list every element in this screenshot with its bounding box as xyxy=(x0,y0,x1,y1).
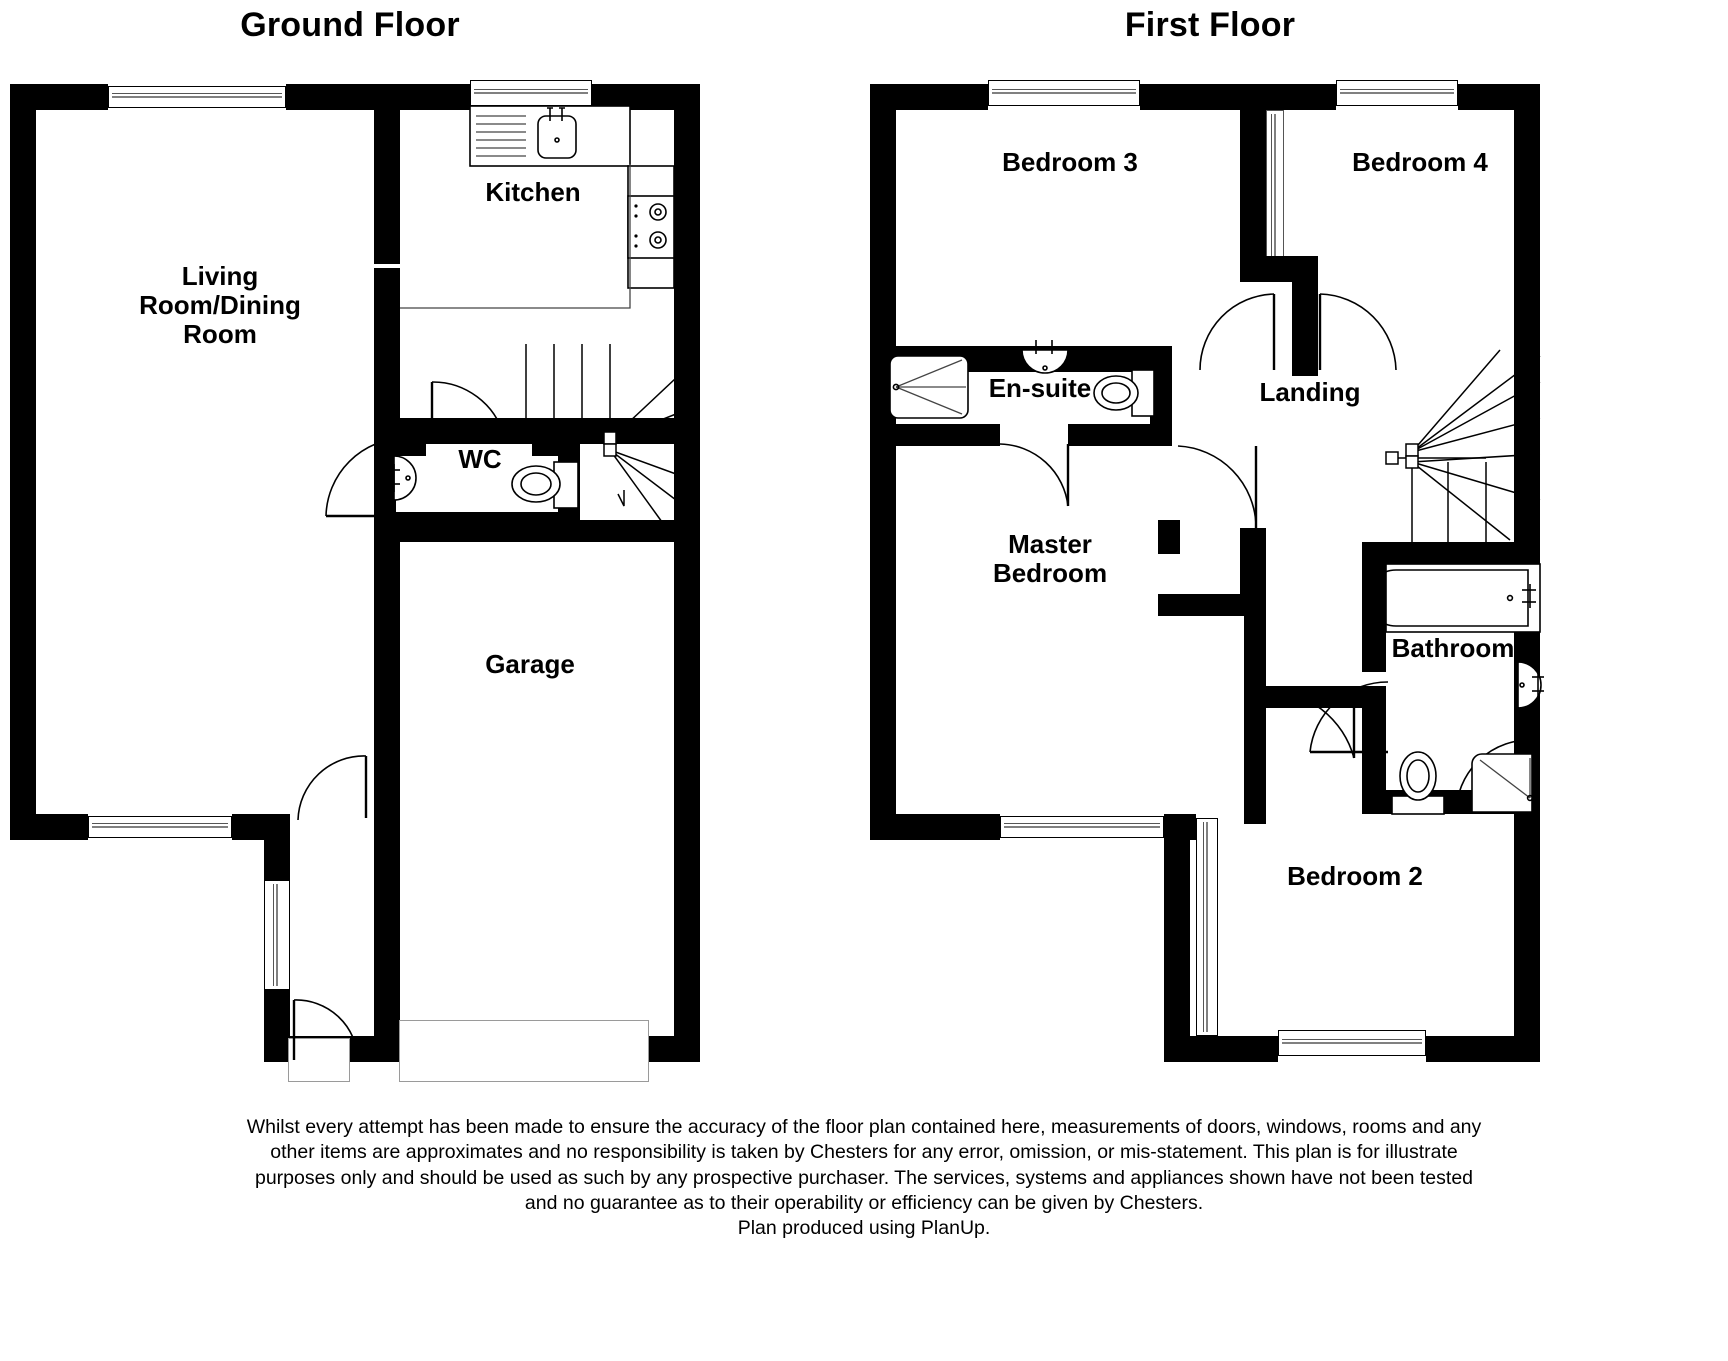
wall-bed2-bottom-right xyxy=(1426,1036,1540,1062)
bathtub-icon xyxy=(1367,562,1542,634)
hob-icon xyxy=(627,195,675,259)
wall-bed2-bottom-left xyxy=(1164,1036,1278,1062)
room-label-bedroom4: Bedroom 4 xyxy=(1352,147,1488,177)
disclaimer-line-2: other items are approximates and no resp… xyxy=(270,1141,1458,1164)
window-bed2-bottom xyxy=(1278,1030,1426,1056)
window-master-bottom xyxy=(1000,816,1164,838)
window-bed3-top xyxy=(988,80,1140,106)
wall-garage-left xyxy=(374,520,400,1062)
wall-porch-bottom xyxy=(264,1036,290,1062)
door-bathroom xyxy=(1309,681,1390,754)
wall-living-kitchen xyxy=(374,104,400,264)
window-bed2-side xyxy=(1196,818,1218,1036)
wall-ensuite-right xyxy=(1150,346,1172,446)
room-label-living: Living Room/Dining Room xyxy=(139,261,301,350)
wall-master-bottom-left xyxy=(870,814,1000,840)
corner-shower-icon xyxy=(1455,739,1542,816)
washbasin-bathroom-icon xyxy=(1492,660,1544,710)
wall-ff-left-lower xyxy=(870,440,896,840)
door-master xyxy=(1177,445,1260,530)
wall-ff-top-mid xyxy=(1140,84,1336,110)
door-ensuite xyxy=(999,443,1072,508)
room-label-master: Master Bedroom xyxy=(992,529,1108,589)
room-label-bedroom2: Bedroom 2 xyxy=(1287,861,1423,891)
staircase-ground-icon xyxy=(512,344,677,540)
room-label-garage: Garage xyxy=(485,649,575,679)
toilet-ensuite-icon xyxy=(1090,366,1155,422)
room-label-landing: Landing xyxy=(1259,377,1361,407)
window-porch-side xyxy=(264,880,290,990)
window-kitchen-top xyxy=(470,80,592,106)
wall-living-bottom-left xyxy=(10,814,88,840)
disclaimer-line-1: Whilst every attempt has been made to en… xyxy=(246,1116,1482,1138)
room-label-bedroom3: Bedroom 3 xyxy=(1002,147,1138,177)
wall-bed3-bed4 xyxy=(1240,104,1266,282)
disclaimer-line-4: and no guarantee as to their operability… xyxy=(524,1192,1204,1215)
door-front xyxy=(292,999,362,1062)
window-living-bottom xyxy=(88,816,232,838)
wall-right-outer xyxy=(674,84,700,1062)
door-bedroom4 xyxy=(1318,293,1398,372)
wall-master-right-bottom xyxy=(1244,684,1266,824)
staircase-first-icon xyxy=(1385,349,1541,546)
garage-door-panel xyxy=(399,1020,649,1082)
porch-threshold-panel xyxy=(288,1038,350,1082)
disclaimer: Whilst every attempt has been made to en… xyxy=(0,1115,1728,1242)
first-floor-title: First Floor xyxy=(1124,6,1296,44)
window-bed4-top xyxy=(1336,80,1458,106)
wall-ensuite-bottom-right xyxy=(1068,424,1172,446)
ground-floor-title: Ground Floor xyxy=(240,6,460,44)
door-bedroom2 xyxy=(1265,689,1362,762)
kitchen-unit-outline xyxy=(400,164,631,309)
wall-porch-left-upper xyxy=(264,814,290,880)
wall-hall-garage xyxy=(374,520,674,542)
door-porch-garage xyxy=(296,755,372,822)
disclaimer-line-5: Plan produced using PlanUp. xyxy=(737,1217,991,1240)
room-label-kitchen: Kitchen xyxy=(485,177,581,207)
toilet-bathroom-icon xyxy=(1390,748,1446,815)
wall-garage-bottom-right xyxy=(648,1036,700,1062)
wall-master-right xyxy=(1158,594,1266,616)
sink-icon xyxy=(534,104,580,162)
wall-ensuite-bottom-left xyxy=(870,424,1000,446)
wall-wc-left xyxy=(374,434,396,534)
washbasin-ensuite-icon xyxy=(1018,340,1072,388)
toilet-icon xyxy=(508,456,580,512)
wall-left-outer xyxy=(10,84,36,840)
drainer-icon xyxy=(474,110,528,162)
washbasin-icon xyxy=(386,452,430,504)
wall-ff-left-upper xyxy=(870,84,896,346)
wall-living-hall xyxy=(374,268,400,444)
room-label-wc: WC xyxy=(458,444,502,474)
shower-tray-icon xyxy=(888,352,974,422)
door-living-hall xyxy=(325,437,406,520)
wall-landing-right-upper xyxy=(1292,256,1318,376)
room-label-bathroom: Bathroom xyxy=(1391,633,1515,663)
door-bedroom3 xyxy=(1199,293,1278,372)
wall-master-right-lower xyxy=(1244,594,1266,694)
room-label-ensuite: En-suite xyxy=(988,373,1092,403)
wall-master-landing-left xyxy=(1158,520,1180,554)
cupboard-bed4 xyxy=(1266,110,1284,280)
disclaimer-line-3: purposes only and should be used as such… xyxy=(254,1166,1474,1189)
window-living-top xyxy=(108,86,286,108)
door-wc xyxy=(430,381,506,438)
wall-bed2-left xyxy=(1164,814,1190,1062)
wall-landing-bathroom-stub xyxy=(1266,686,1386,708)
wall-bathroom-top xyxy=(1362,542,1540,566)
